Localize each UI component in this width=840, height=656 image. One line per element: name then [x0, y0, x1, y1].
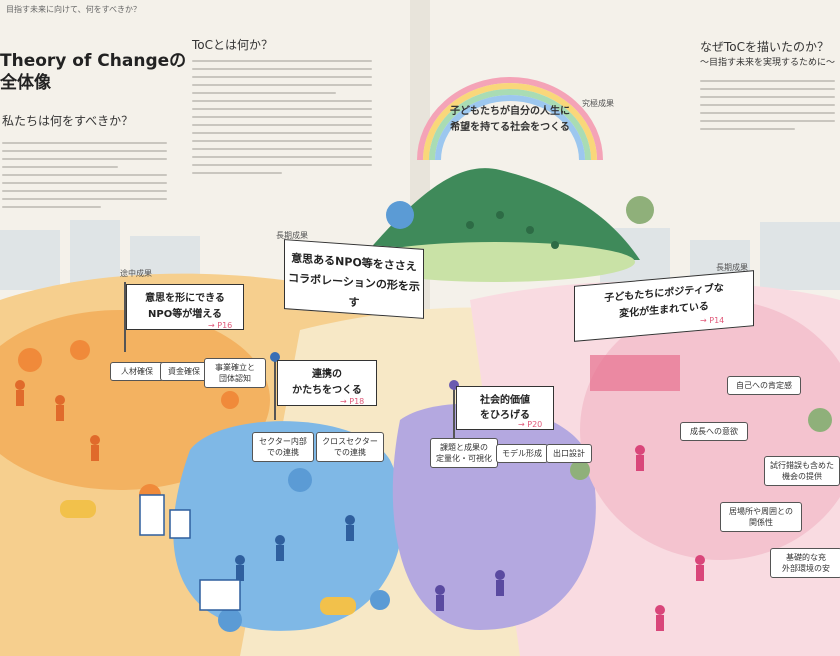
mid-term-label: 途中成果 — [120, 269, 152, 278]
social-value-flag: 社会的価値 をひろげる — [456, 386, 554, 430]
tag-model: モデル形成 — [496, 444, 548, 463]
ultimate-outcome-label: 究極成果 — [582, 99, 614, 108]
tag-intra-sector: セクター内部 での連携 — [252, 432, 314, 462]
why-heading: なぜToCを描いたのか？ — [700, 40, 830, 54]
tag-hr: 人材確保 — [110, 362, 164, 381]
page-subtitle: 私たちは何をすべきか？ — [2, 114, 134, 128]
ultimate-outcome-text: 子どもたちが自分の人生に 希望を持てる社会をつくる — [450, 106, 570, 133]
tag-exit: 出口設計 — [546, 444, 592, 463]
running-header: 目指す未来に向けて、何をすべきか？ — [6, 5, 142, 14]
page-title-line2: 全体像 — [0, 73, 51, 93]
outcome-growth: 成長への意欲 — [680, 422, 748, 441]
tag-establish: 事業確立と 団体認知 — [204, 358, 266, 388]
tag-cross-sector: クロスセクター での連携 — [316, 432, 384, 462]
page-title-line1: Theory of Changeの — [0, 51, 187, 71]
social-value-pole — [453, 384, 455, 444]
long-term-right-label: 長期成果 — [716, 263, 748, 272]
page-title: Theory of Changeの 全体像 — [0, 50, 186, 94]
outcome-opportunity: 試行錯誤も含めた 機会の提供 — [764, 456, 840, 486]
social-value-pole-knob — [449, 380, 459, 390]
mid-term-flag: 意思を形にできる NPO等が増える — [126, 284, 244, 330]
collab-pole — [274, 356, 276, 420]
mid-term-ref[interactable]: → P16 — [208, 321, 233, 330]
why-subheading: 〜目指す未来を実現するために〜 — [700, 58, 836, 68]
collab-flag: 連携の かたちをつくる — [277, 360, 377, 406]
collab-ref[interactable]: → P18 — [340, 397, 365, 406]
mid-term-pole — [124, 282, 126, 352]
social-value-ref[interactable]: → P20 — [518, 420, 543, 429]
toc-heading: ToCとは何か？ — [192, 38, 274, 52]
long-term-left-label: 長期成果 — [276, 231, 308, 240]
toc-body-text — [192, 60, 372, 180]
left-body-text — [2, 142, 167, 214]
outcome-self-esteem: 自己への肯定感 — [727, 376, 801, 395]
why-body-text — [700, 80, 835, 136]
collab-pole-knob — [270, 352, 280, 362]
outcome-environment: 基礎的な充 外部環境の安 — [770, 548, 840, 578]
tag-quantify: 課題と成果の 定量化・可視化 — [430, 438, 498, 468]
long-term-right-ref[interactable]: → P14 — [700, 316, 725, 325]
outcome-belonging: 居場所や周囲との 関係性 — [720, 502, 802, 532]
